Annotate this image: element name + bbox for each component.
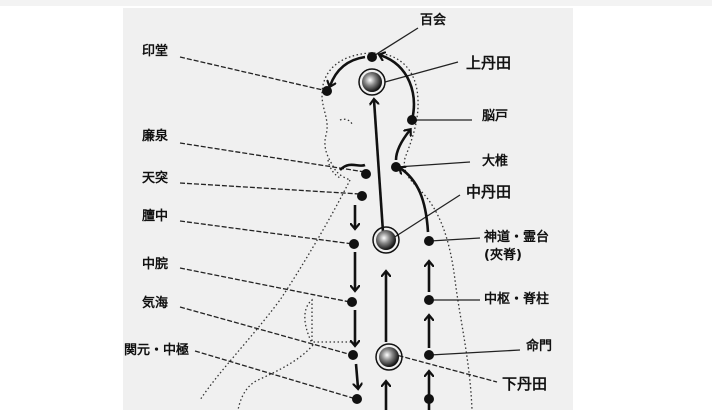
- label-danzhong: 膻中: [142, 209, 169, 224]
- label-zhongwan: 中脘: [142, 257, 169, 272]
- label-baihui: 百会: [420, 13, 447, 28]
- label-zhongshu-jizhu: 中枢・脊柱: [484, 292, 550, 307]
- label-dazhui: 大椎: [482, 154, 509, 169]
- label-tiantu: 天突: [142, 171, 169, 186]
- label-mingmen: 命門: [526, 339, 553, 354]
- acupoints: [322, 52, 434, 404]
- label-jiaji: (夾脊): [484, 248, 522, 263]
- top-bar: [0, 0, 712, 6]
- label-lower-dantian: 下丹田: [502, 375, 548, 393]
- label-middle-dantian: 中丹田: [466, 183, 512, 201]
- label-naohu: 脳戸: [482, 109, 509, 124]
- body-outline: [199, 52, 473, 410]
- leader-lines: [179, 56, 498, 400]
- label-yintang: 印堂: [142, 44, 169, 59]
- diagram-panel: [123, 8, 573, 410]
- label-guanyuan-zhongji: 関元・中極: [124, 343, 190, 358]
- label-upper-dantian: 上丹田: [466, 54, 512, 72]
- dantian-orbs: [358, 68, 403, 371]
- label-qihai: 気海: [142, 296, 169, 311]
- label-shendao-lingtai: 神道・霊台: [484, 230, 550, 245]
- label-lianquan: 廉泉: [142, 129, 169, 144]
